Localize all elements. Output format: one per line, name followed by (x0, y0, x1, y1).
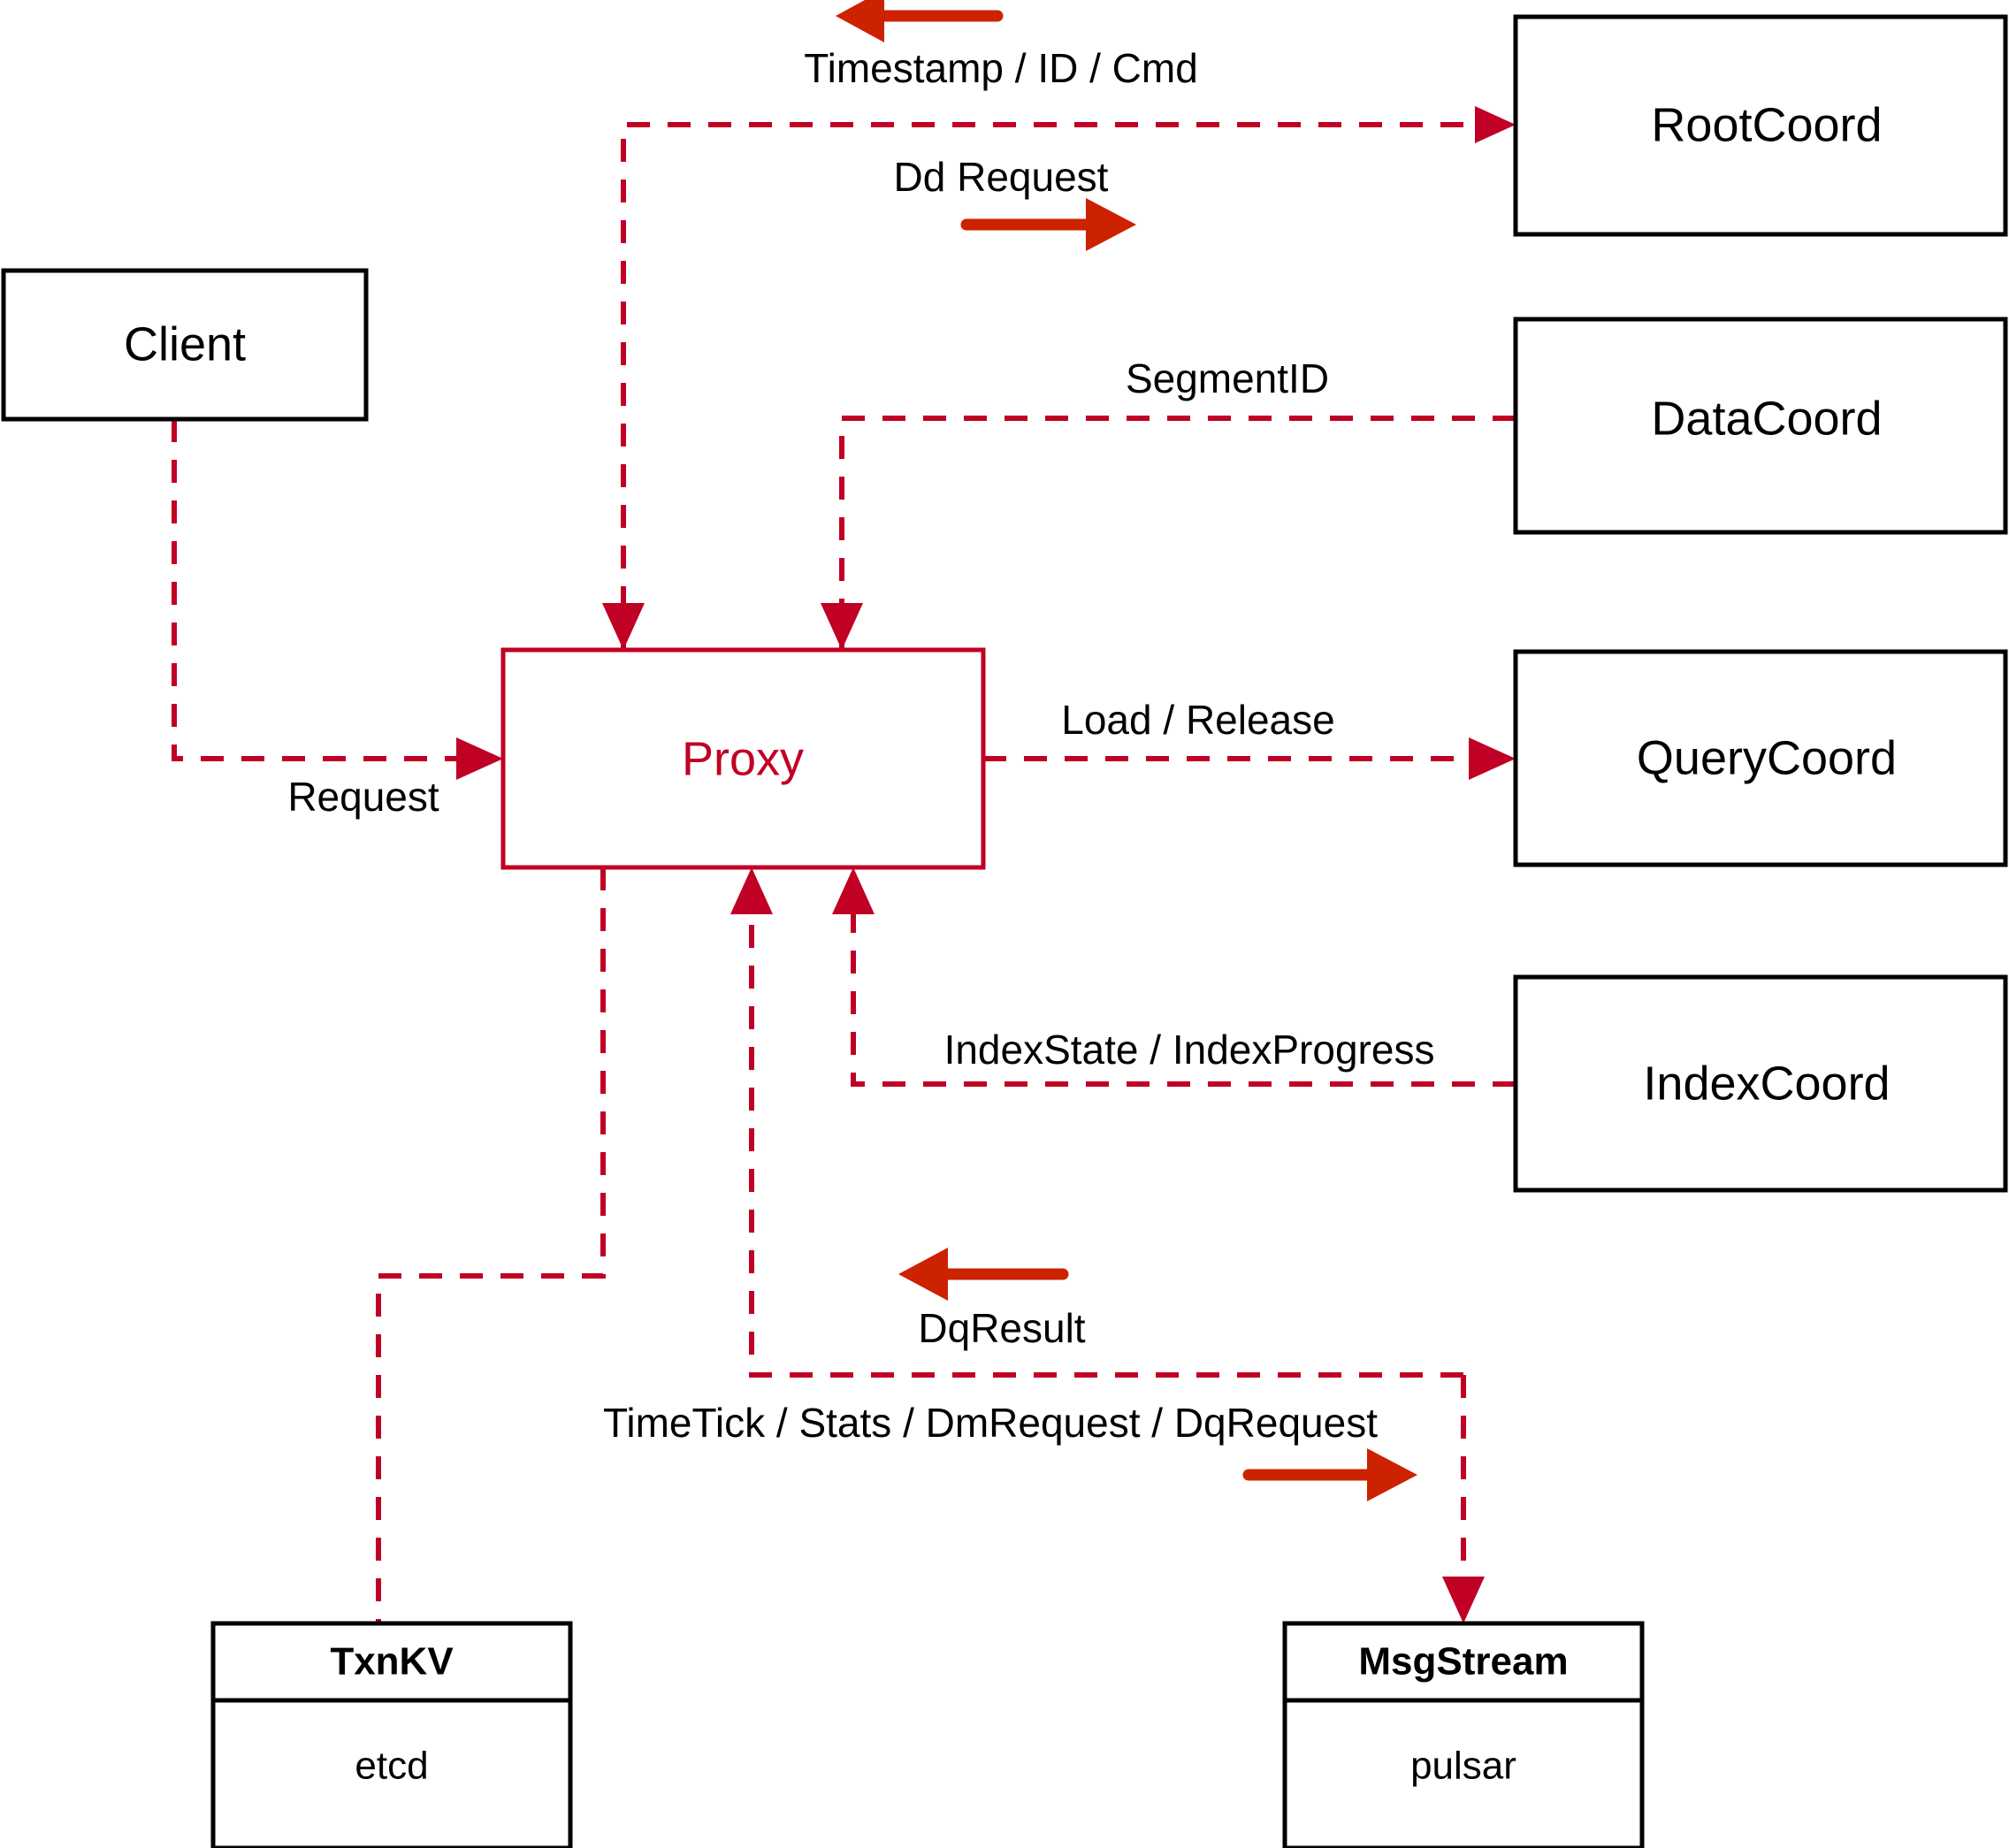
arrowhead-index-state (832, 867, 875, 914)
connectors (172, 106, 1516, 1623)
edge-labels: Timestamp / ID / Cmd Dd Request SegmentI… (287, 45, 1434, 1446)
root-coord-box[interactable] (1513, 14, 2008, 237)
edge-line-segment-id (839, 416, 1516, 650)
node-txnkv[interactable]: TxnKV etcd (210, 1621, 573, 1848)
msgstream-title: MsgStream (1358, 1640, 1568, 1684)
edge-line-dd-request (621, 122, 1496, 650)
index-coord-label: IndexCoord (1643, 1057, 1890, 1110)
query-coord-label: QueryCoord (1637, 731, 1897, 784)
root-coord-label: RootCoord (1651, 98, 1882, 151)
flow-arrowhead-timestamp-id-cmd (836, 0, 884, 42)
edge-label-segment-id: SegmentID (1126, 355, 1329, 401)
arrowhead-load-release (1469, 737, 1516, 780)
edge-label-dd-request: Dd Request (894, 154, 1109, 200)
edge-label-timetick-stats-dmrequest-dqrequest: TimeTick / Stats / DmRequest / DqRequest (603, 1400, 1378, 1446)
arrowhead-request (456, 737, 503, 780)
node-data-coord[interactable]: DataCoord (1513, 317, 2008, 535)
flow-arrowhead-timetick (1367, 1448, 1417, 1501)
edge-line-dq-result (749, 884, 1463, 1378)
edge-label-timestamp-id-cmd: Timestamp / ID / Cmd (804, 45, 1198, 91)
edge-line-index-state (851, 884, 1516, 1087)
arrowhead-timestamp-id-cmd (602, 603, 645, 650)
edge-label-dq-result: DqResult (918, 1305, 1085, 1351)
edge-label-load-release: Load / Release (1061, 697, 1334, 743)
msgstream-box[interactable] (1282, 1621, 1645, 1848)
node-root-coord[interactable]: RootCoord (1513, 14, 2008, 237)
node-query-coord[interactable]: QueryCoord (1513, 649, 2008, 867)
txnkv-box[interactable] (210, 1621, 573, 1848)
txnkv-impl-label: etcd (355, 1745, 428, 1788)
edge-line-txnkv (376, 867, 606, 1623)
data-coord-box[interactable] (1513, 317, 2008, 535)
node-proxy[interactable]: Proxy (500, 647, 986, 870)
node-index-coord[interactable]: IndexCoord (1513, 974, 2008, 1193)
edge-label-index-state-progress: IndexState / IndexProgress (944, 1027, 1435, 1073)
arrowhead-timetick (1442, 1577, 1485, 1623)
flow-direction-arrows (836, 0, 1417, 1501)
node-msgstream[interactable]: MsgStream pulsar (1282, 1621, 1645, 1848)
arrowhead-segment-id (821, 603, 863, 650)
flow-arrowhead-dd-request (1086, 198, 1136, 251)
txnkv-title: TxnKV (330, 1640, 454, 1684)
proxy-label: Proxy (682, 732, 804, 785)
proxy-box[interactable] (500, 647, 986, 870)
client-box[interactable] (1, 268, 369, 422)
node-client[interactable]: Client (1, 268, 369, 422)
edge-label-request: Request (287, 774, 439, 820)
data-coord-label: DataCoord (1651, 392, 1882, 445)
index-coord-box[interactable] (1513, 974, 2008, 1193)
client-label: Client (124, 317, 246, 370)
query-coord-box[interactable] (1513, 649, 2008, 867)
arrowhead-dq-result (730, 867, 773, 914)
edge-line-request (172, 419, 486, 761)
msgstream-impl-label: pulsar (1410, 1745, 1516, 1788)
arrowhead-dd-request (1475, 106, 1516, 143)
flow-arrowhead-dq-result (898, 1248, 948, 1301)
